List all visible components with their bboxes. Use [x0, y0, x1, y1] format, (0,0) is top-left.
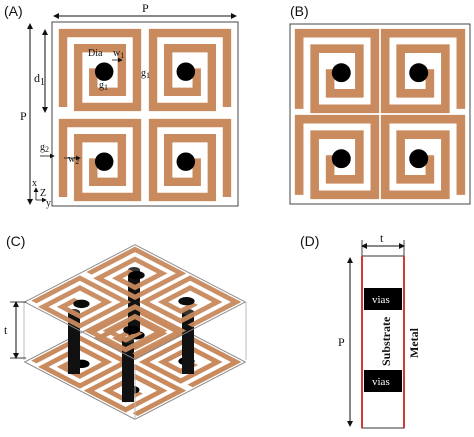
vias-bottom-label: vias: [372, 376, 390, 388]
p-d-label: P: [338, 335, 345, 349]
d1-label: d1: [34, 71, 45, 88]
axis-z-label: Z: [40, 188, 46, 199]
via-front: [122, 340, 134, 402]
panel-a-spiral-br: [153, 123, 227, 197]
substrate-block: [361, 255, 405, 429]
panel-c-top-layer: [23, 244, 247, 360]
p-top-label: P: [142, 1, 149, 15]
via-block-top: [364, 288, 402, 310]
panel-c: (C): [4, 233, 247, 420]
panel-a-spiral-tr: [153, 33, 227, 107]
panel-a-label: (A): [4, 3, 23, 19]
panel-b-spiral-bl: [299, 119, 375, 195]
panel-d-label: (D): [300, 233, 319, 249]
panel-c-label: (C): [6, 233, 25, 249]
w2-label: w2: [68, 154, 79, 166]
substrate-label: Substrate: [379, 316, 393, 366]
t-c-label: t: [4, 323, 8, 337]
p-left-label: P: [20, 109, 27, 123]
dia-label: Dia: [88, 48, 103, 59]
panel-b-label: (B): [290, 3, 309, 19]
panel-a: (A) P P d1 Dia w1 g1 g1 g2 w2 x Z y: [4, 1, 239, 209]
g1-right-label: g1: [141, 68, 150, 80]
w1-label: w1: [113, 48, 124, 60]
t-d-label: t: [380, 231, 384, 245]
via-left: [68, 312, 80, 374]
via-block-bottom: [364, 370, 402, 392]
via-right: [182, 312, 194, 374]
metal-label: Metal: [407, 327, 421, 358]
vias-top-label: vias: [372, 294, 390, 306]
g1-below-label: g1: [99, 80, 108, 92]
panel-b: (B): [289, 3, 471, 205]
panel-b-spiral-tl: [299, 33, 375, 109]
panel-a-cell-outline: [51, 21, 239, 207]
panel-a-spiral-tl: [63, 33, 137, 107]
axis-y-label: y: [46, 198, 51, 209]
panel-b-cell-outline: [289, 23, 471, 205]
panel-b-spiral-br: [385, 119, 461, 195]
panel-d: (D) t vias vias Substrate Metal P: [300, 231, 421, 429]
panel-b-spiral-tr: [385, 33, 461, 109]
axis-x-label: x: [32, 178, 37, 189]
g2-label: g2: [40, 142, 49, 154]
